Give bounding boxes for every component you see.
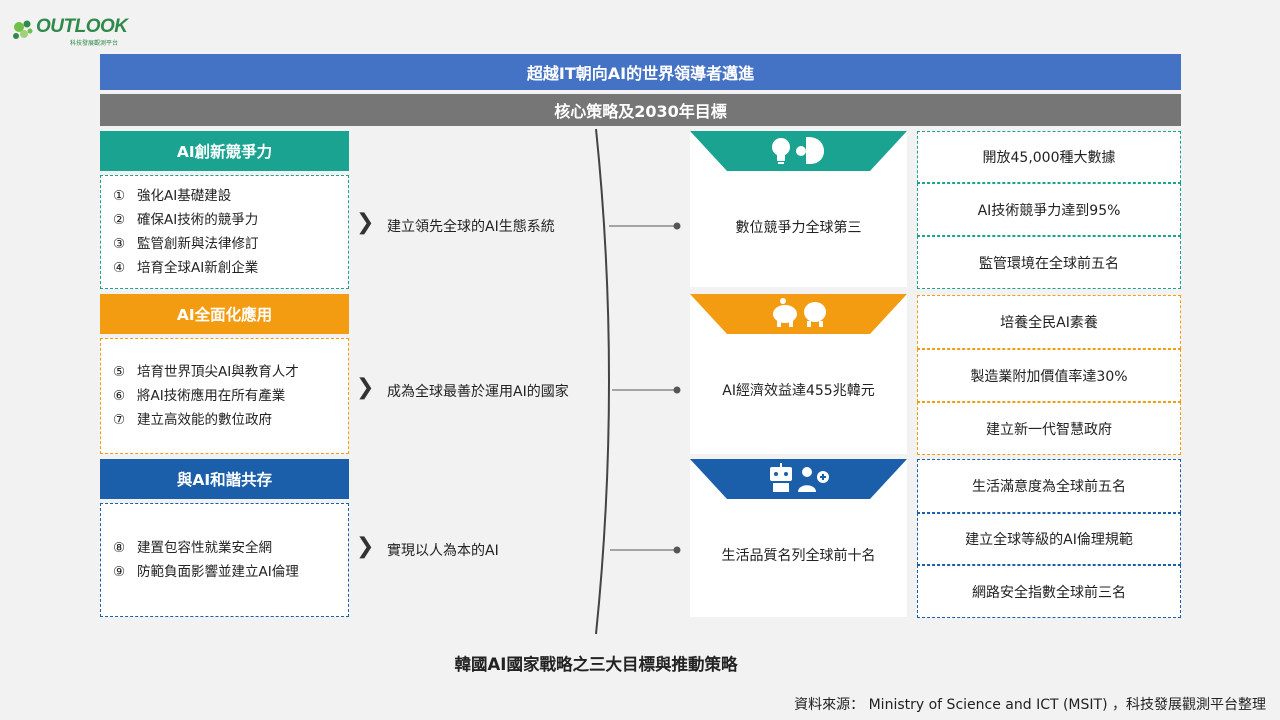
diagram-caption: 韓國AI國家戰略之三大目標與推動策略 xyxy=(454,655,738,674)
kpi-item: 建立新一代智慧政府 xyxy=(917,402,1181,455)
kpi-item: 製造業附加價值率達30% xyxy=(917,349,1181,402)
logo-leaf-icon xyxy=(13,20,33,39)
goal-application: 成為全球最善於運用AI的國家 xyxy=(387,384,569,400)
kpi-item: 網路安全指數全球前三名 xyxy=(917,565,1181,618)
connector-dot-1 xyxy=(673,222,681,230)
target-box-application: AI經濟效益達455兆韓元 xyxy=(690,294,907,454)
main-title-banner: 超越IT朝向AI的世界領導者邁進 xyxy=(100,54,1181,90)
subtitle-banner: 核心策略及2030年目標 xyxy=(100,94,1181,126)
target-box-innovation: 數位競爭力全球第三 xyxy=(690,131,907,287)
logo-subtitle: 科技發展觀測平台 xyxy=(70,40,119,47)
subtitle: 核心策略及2030年目標 xyxy=(554,102,727,121)
category-title: 與AI和諧共存 xyxy=(176,471,273,489)
coins-icon xyxy=(804,302,826,327)
target-label: 生活品質名列全球前十名 xyxy=(721,548,876,564)
target-label: 數位競爭力全球第三 xyxy=(735,220,862,236)
connector-dot-3 xyxy=(673,546,681,554)
chevron-right-icon: ❯ xyxy=(356,210,375,235)
target-header-shape xyxy=(690,131,907,171)
goal-coexistence: 實現以人為本的AI xyxy=(387,543,499,559)
category-header-innovation: AI創新競爭力 xyxy=(100,131,349,171)
brain-icon xyxy=(796,137,824,164)
kpi-item: 開放45,000種大數據 xyxy=(917,131,1181,183)
category-header-application: AI全面化應用 xyxy=(100,294,349,334)
goal-innovation: 建立領先全球的AI生態系統 xyxy=(387,219,555,235)
outlook-logo: OUTLOOK 科技發展觀測平台 xyxy=(10,14,130,47)
connector-dot-2 xyxy=(673,386,681,394)
bracket-curve xyxy=(595,128,610,635)
lightbulb-icon xyxy=(772,138,790,164)
kpi-item: 建立全球等級的AI倫理規範 xyxy=(917,513,1181,565)
chevron-right-icon: ❯ xyxy=(356,534,375,559)
person-plus-icon xyxy=(798,467,829,492)
category-title: AI全面化應用 xyxy=(176,306,273,324)
main-title: 超越IT朝向AI的世界領導者邁進 xyxy=(526,64,755,83)
kpi-item: AI技術競爭力達到95% xyxy=(917,183,1181,236)
chevron-right-icon: ❯ xyxy=(356,375,375,400)
target-header-shape xyxy=(690,459,907,499)
kpi-item: 生活滿意度為全球前五名 xyxy=(917,459,1181,513)
target-box-coexistence: 生活品質名列全球前十名 xyxy=(690,459,907,617)
source-note: 資料來源： Ministry of Science and ICT (MSIT)… xyxy=(794,697,1266,713)
kpi-item: 培養全民AI素養 xyxy=(917,295,1181,349)
target-label: AI經濟效益達455兆韓元 xyxy=(722,383,875,399)
kpi-item: 監管環境在全球前五名 xyxy=(917,236,1181,289)
category-title: AI創新競爭力 xyxy=(176,143,273,161)
category-header-coexistence: 與AI和諧共存 xyxy=(100,459,349,499)
piggy-bank-icon xyxy=(773,298,797,327)
robot-icon xyxy=(770,463,792,492)
target-header-shape xyxy=(690,294,907,334)
logo-wordmark: OUTLOOK xyxy=(36,16,128,37)
